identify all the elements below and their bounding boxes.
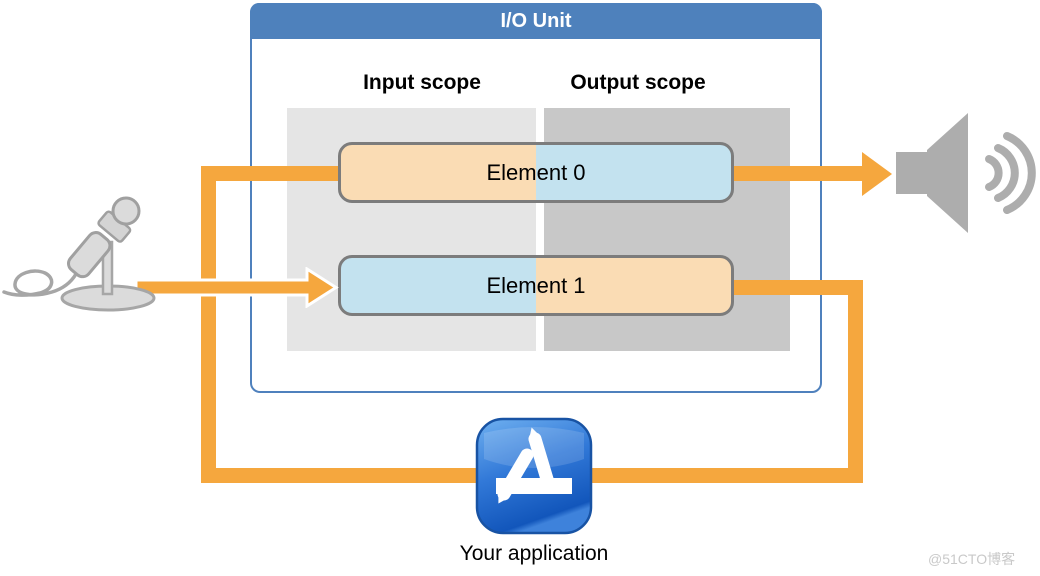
- app-store-icon: [475, 417, 593, 535]
- signal-line-left-vertical: [201, 166, 216, 483]
- sound-wave-large: [1003, 132, 1036, 214]
- microphone-head: [111, 196, 141, 226]
- speaker-driver: [896, 152, 927, 194]
- speaker-cone: [927, 113, 968, 233]
- arrow-into-element1-icon: [134, 267, 339, 308]
- element-0-label: Element 0: [486, 159, 586, 185]
- output-scope-label: Output scope: [570, 71, 706, 94]
- signal-line-right-vertical: [848, 280, 863, 483]
- element-1-box: Element 1: [338, 255, 734, 316]
- element-1-label: Element 1: [486, 272, 586, 298]
- signal-line-element1-out: [733, 280, 848, 295]
- watermark-text: @51CTO博客: [928, 551, 1016, 567]
- arrow-into-speaker-icon: [862, 152, 892, 196]
- io-unit-title: I/O Unit: [500, 10, 572, 32]
- input-scope-label: Input scope: [363, 71, 481, 94]
- microphone-icon: [2, 196, 156, 312]
- io-unit-header: I/O Unit: [250, 3, 822, 39]
- microphone-cable: [2, 269, 78, 297]
- speaker-icon: [896, 113, 1036, 233]
- app-icon-glyph: [496, 427, 572, 504]
- microphone-body: [67, 231, 112, 279]
- app-icon-tile: [475, 417, 593, 535]
- sound-wave-medium: [994, 144, 1019, 202]
- element-0-box: Element 0: [338, 142, 734, 203]
- your-application-label: Your application: [459, 542, 609, 565]
- sound-wave-small: [985, 155, 1003, 191]
